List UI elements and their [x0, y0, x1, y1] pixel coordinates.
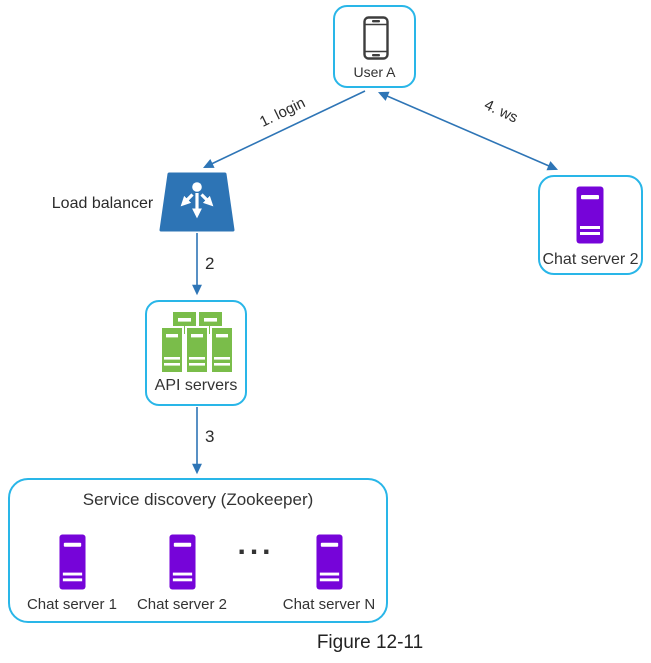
figure-caption: Figure 12-11 [316, 632, 424, 653]
node-label-chat-server-2: Chat server 2 [542, 251, 639, 268]
node-label-user-a: User A [353, 64, 396, 80]
server-icon [169, 534, 196, 590]
node-label-load-balancer: Load balancer [51, 195, 154, 212]
server-cluster-icon [160, 312, 234, 374]
node-label-chat-server-2-inner: Chat server 2 [136, 596, 228, 613]
ellipsis-more-servers: ... [237, 528, 275, 561]
phone-icon [363, 16, 389, 60]
edge-login-line [203, 90, 366, 168]
server-icon [59, 534, 86, 590]
node-label-chat-server-1: Chat server 1 [26, 596, 118, 613]
node-label-api-servers: API servers [154, 377, 238, 394]
load-balancer-icon [159, 172, 235, 232]
service-discovery-title: Service discovery (Zookeeper) [82, 490, 314, 509]
node-api-servers: API servers [145, 300, 247, 406]
edge-label-step3: 3 [205, 427, 215, 446]
server-icon [576, 186, 604, 244]
edge-label-step2: 2 [205, 254, 215, 273]
server-icon [316, 534, 343, 590]
node-service-discovery: Service discovery (Zookeeper) Chat serve… [8, 478, 388, 623]
node-user-a: User A [333, 5, 416, 88]
node-label-chat-server-n: Chat server N [282, 596, 376, 613]
edge-ws-line [377, 91, 559, 171]
node-chat-server-2: Chat server 2 [538, 175, 643, 275]
